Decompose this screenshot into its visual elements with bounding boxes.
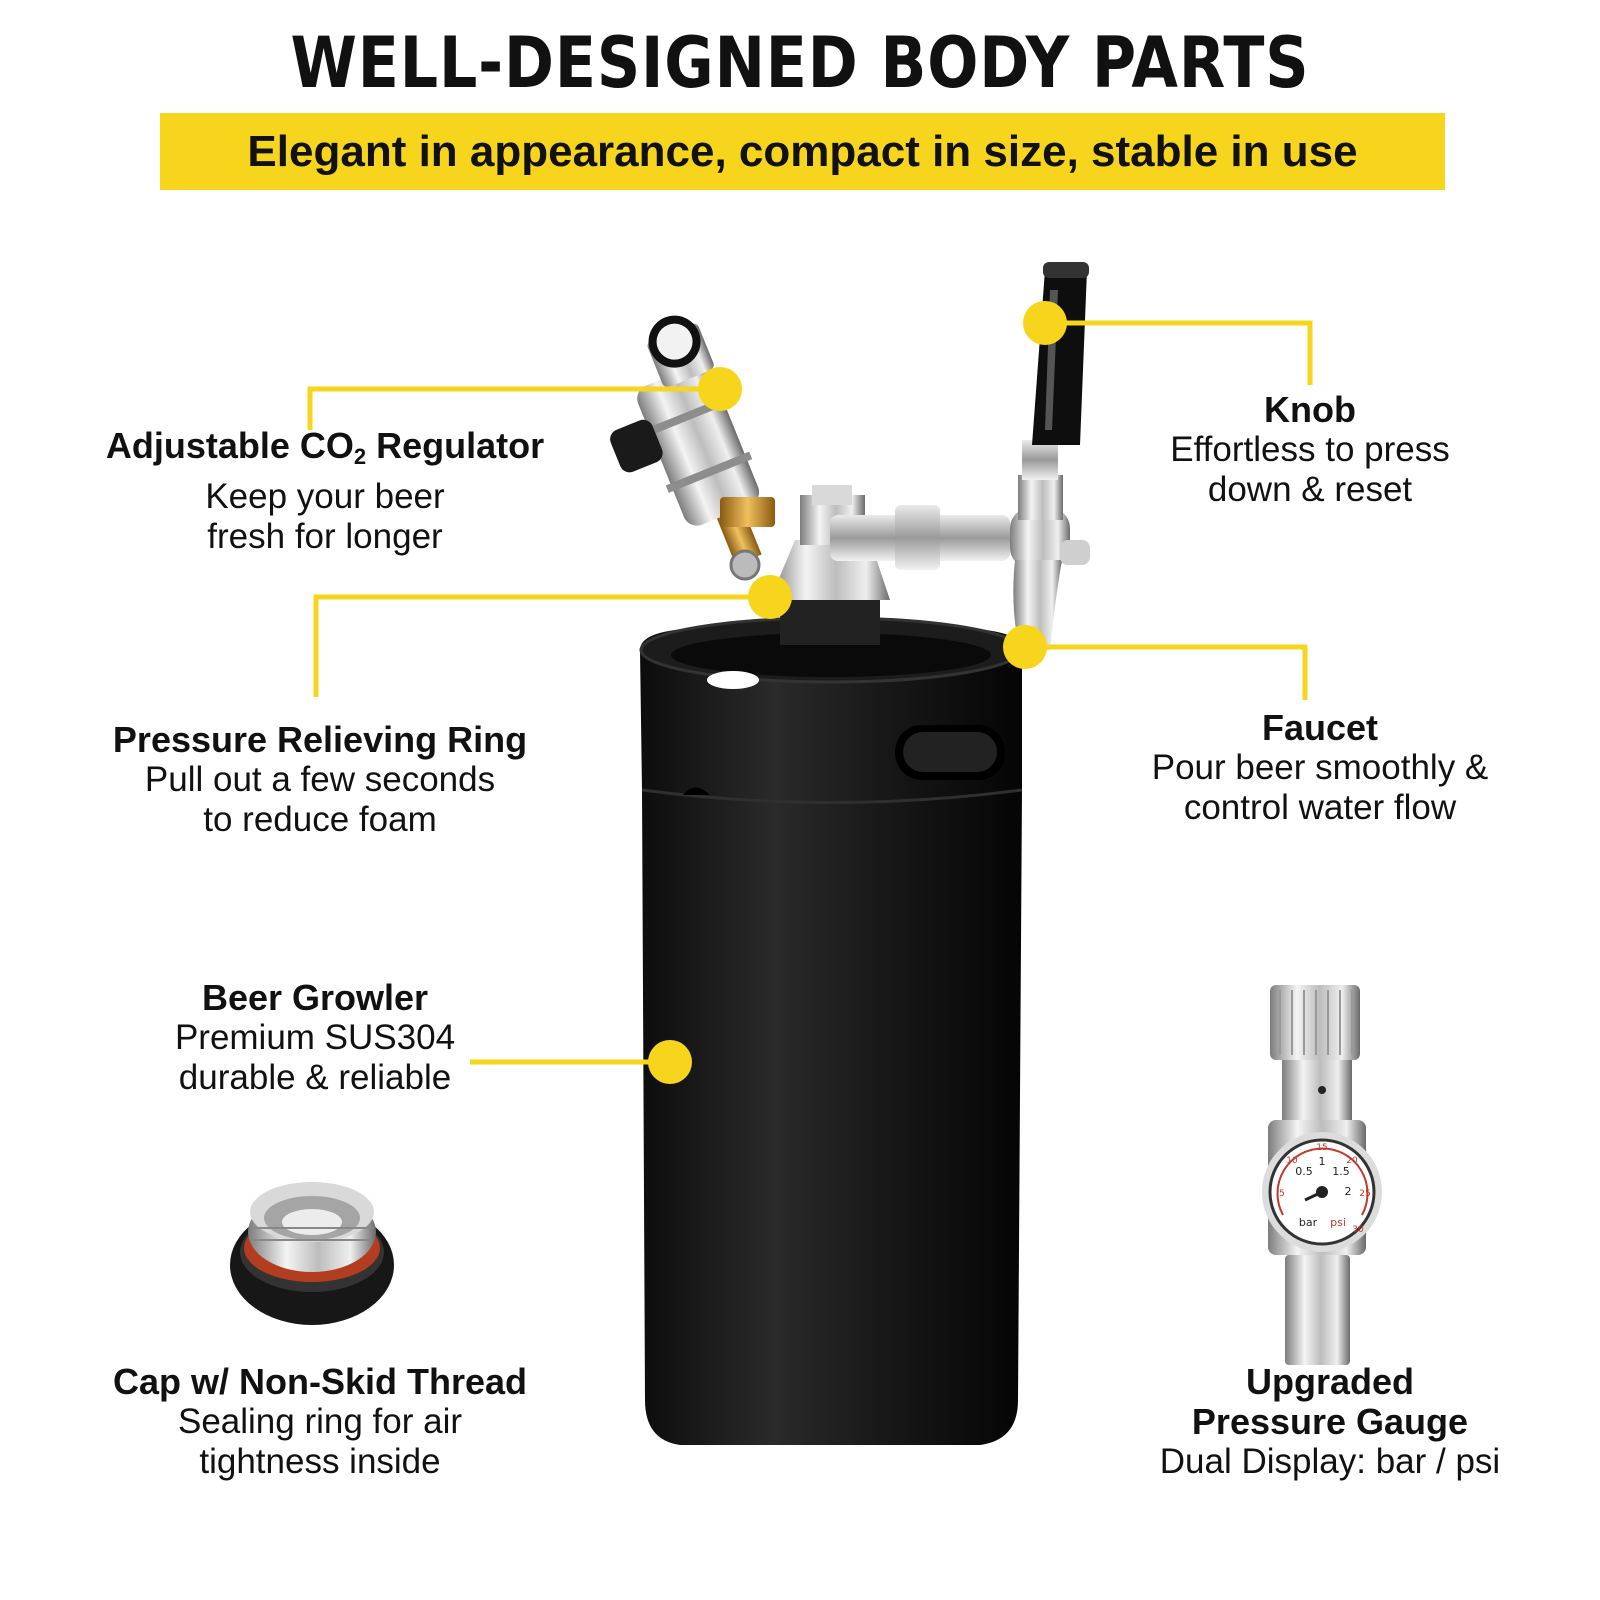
label-knob-line1: Effortless to press bbox=[1170, 430, 1450, 469]
faucet-body bbox=[1010, 440, 1090, 650]
psi-tick-5: 5 bbox=[1279, 1189, 1285, 1199]
label-knob-title: Knob bbox=[1264, 389, 1356, 430]
bar-tick-1: 1 bbox=[1319, 1155, 1326, 1168]
label-pressure-gauge-title1: Upgraded bbox=[1245, 1361, 1414, 1402]
psi-tick-15: 15 bbox=[1316, 1143, 1327, 1153]
cap-illustration bbox=[230, 1182, 394, 1325]
beer-growler-keg bbox=[639, 616, 1023, 1445]
label-faucet-line2: control water flow bbox=[1183, 788, 1457, 827]
label-cap-title: Cap w/ Non-Skid Thread bbox=[112, 1361, 528, 1402]
label-co2-regulator: Adjustable CO2 Regulator Keep your beer … bbox=[40, 426, 610, 557]
bar-tick-0.5: 0.5 bbox=[1295, 1165, 1313, 1178]
coupler bbox=[770, 485, 890, 645]
label-cap-line1: Sealing ring for air bbox=[177, 1402, 463, 1441]
callout-lines bbox=[307, 320, 1313, 1065]
brass-fitting bbox=[720, 497, 775, 527]
subtitle-banner: Elegant in appearance, compact in size, … bbox=[160, 113, 1445, 190]
pressure-ring bbox=[729, 549, 761, 581]
psi-tick-25: 25 bbox=[1359, 1189, 1370, 1199]
bar-tick-2: 2 bbox=[1345, 1185, 1352, 1198]
psi-tick-30: 30 bbox=[1352, 1225, 1364, 1235]
label-knob-line2: down & reset bbox=[1207, 470, 1413, 509]
label-co2-regulator-line1: Keep your beer bbox=[205, 477, 445, 516]
label-cap-line2: tightness inside bbox=[199, 1442, 441, 1481]
label-pressure-gauge: Upgraded Pressure Gauge Dual Display: ba… bbox=[1110, 1362, 1550, 1482]
label-cap: Cap w/ Non-Skid Thread Sealing ring for … bbox=[40, 1362, 600, 1482]
label-pressure-gauge-line1: Dual Display: bar / psi bbox=[1159, 1442, 1501, 1481]
label-faucet: Faucet Pour beer smoothly & control wate… bbox=[1100, 708, 1540, 828]
label-pressure-gauge-title2: Pressure Gauge bbox=[1191, 1401, 1469, 1442]
tap-shank bbox=[830, 505, 1010, 570]
callout-dots bbox=[648, 301, 1067, 1084]
bar-tick-1.5: 1.5 bbox=[1332, 1165, 1350, 1178]
label-knob: Knob Effortless to press down & reset bbox=[1110, 390, 1510, 510]
label-pressure-ring-title: Pressure Relieving Ring bbox=[112, 719, 528, 760]
label-pressure-ring-line1: Pull out a few seconds bbox=[144, 760, 496, 799]
label-faucet-line1: Pour beer smoothly & bbox=[1151, 748, 1489, 787]
gauge-illustration bbox=[1262, 985, 1382, 1365]
psi-tick-20: 20 bbox=[1346, 1156, 1358, 1166]
subtitle-text: Elegant in appearance, compact in size, … bbox=[247, 126, 1358, 176]
label-beer-growler-line2: durable & reliable bbox=[178, 1058, 452, 1097]
knob-handle bbox=[1032, 262, 1089, 445]
gauge-dial-labels: 0.5 1 1.5 2 5 10 15 20 25 30 bar psi bbox=[1279, 1143, 1371, 1235]
label-pressure-ring: Pressure Relieving Ring Pull out a few s… bbox=[40, 720, 600, 840]
page-title: WELL-DESIGNED BODY PARTS bbox=[290, 22, 1310, 104]
psi-tick-10: 10 bbox=[1286, 1156, 1298, 1166]
label-faucet-title: Faucet bbox=[1261, 707, 1379, 748]
label-co2-regulator-line2: fresh for longer bbox=[207, 517, 443, 556]
label-pressure-ring-line2: to reduce foam bbox=[203, 800, 437, 839]
label-co2-regulator-title: Adjustable CO2 Regulator bbox=[105, 425, 545, 470]
label-beer-growler-title: Beer Growler bbox=[201, 977, 429, 1018]
gauge-unit-bar: bar bbox=[1299, 1216, 1318, 1229]
gauge-unit-psi: psi bbox=[1330, 1216, 1346, 1229]
label-beer-growler-line1: Premium SUS304 bbox=[174, 1018, 456, 1057]
label-beer-growler: Beer Growler Premium SUS304 durable & re… bbox=[120, 978, 510, 1098]
